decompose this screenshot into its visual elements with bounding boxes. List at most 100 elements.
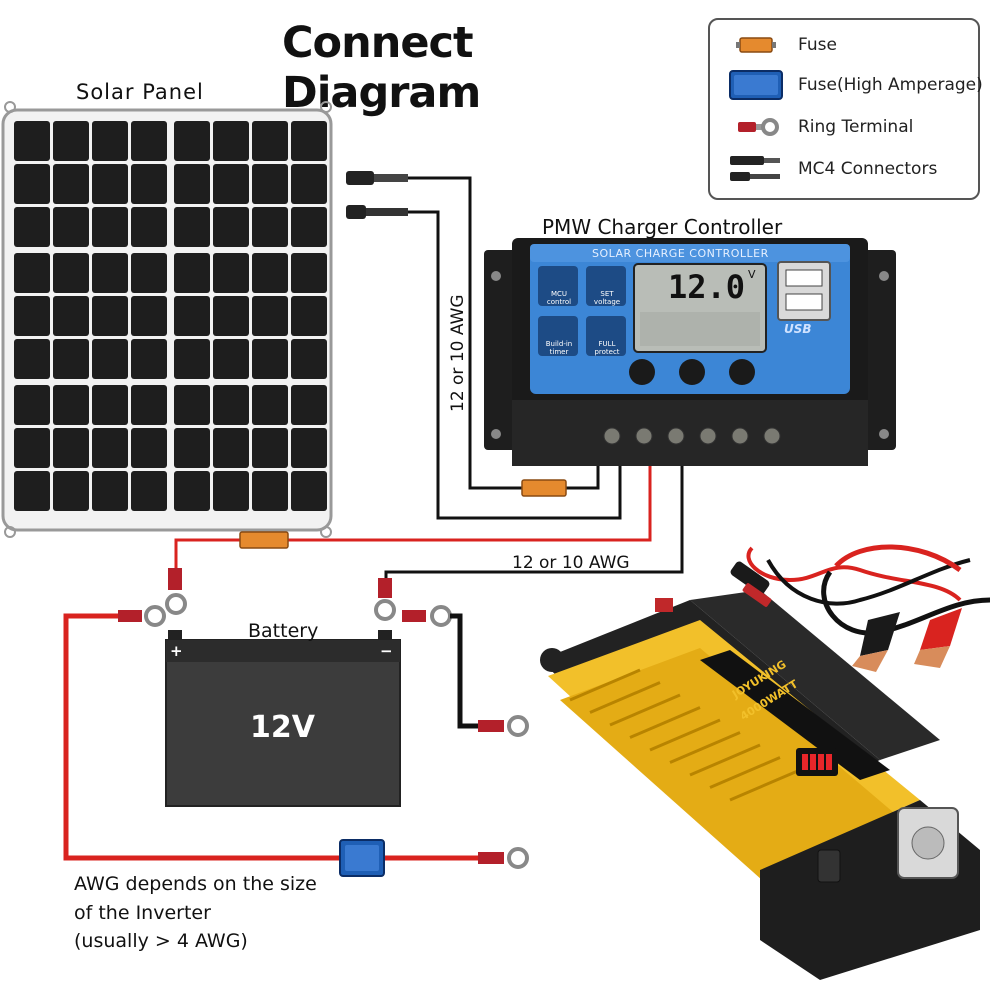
solar-cell bbox=[213, 339, 249, 379]
battery bbox=[165, 630, 401, 807]
battery-level-bar bbox=[810, 754, 816, 770]
battery-level-bar bbox=[826, 754, 832, 770]
solar-cell bbox=[252, 207, 288, 247]
solar-cell bbox=[14, 339, 50, 379]
solar-cell bbox=[252, 164, 288, 204]
ring-terminal-icon bbox=[165, 568, 187, 615]
terminal-screw bbox=[763, 427, 781, 445]
cooling-fin bbox=[709, 756, 781, 789]
cooling-fin bbox=[729, 768, 801, 802]
solar-cell bbox=[291, 253, 327, 293]
solar-cell bbox=[252, 428, 288, 468]
solar-cell bbox=[213, 164, 249, 204]
awg-horizontal-label: 12 or 10 AWG bbox=[512, 553, 630, 573]
inverter bbox=[540, 590, 980, 980]
solar-cell bbox=[14, 428, 50, 468]
solar-cell bbox=[92, 121, 128, 161]
fuse-high-amperage-icon bbox=[720, 68, 792, 102]
controller-label: PMW Charger Controller bbox=[542, 215, 783, 239]
legend: Fuse Fuse(High Amperage) Ring Terminal M… bbox=[708, 18, 983, 200]
solar-cell bbox=[53, 471, 89, 511]
inverter-note-line-1: AWG depends on the size bbox=[74, 873, 317, 895]
solar-cell bbox=[213, 207, 249, 247]
legend-item-fuse-high: Fuse(High Amperage) bbox=[720, 68, 983, 102]
solar-cell bbox=[14, 296, 50, 336]
solar-cell bbox=[174, 385, 210, 425]
fuse-high-amperage-icon bbox=[339, 839, 385, 877]
solar-cell bbox=[92, 385, 128, 425]
solar-cell bbox=[174, 164, 210, 204]
solar-cell bbox=[53, 164, 89, 204]
solar-cell bbox=[252, 121, 288, 161]
cooling-fin bbox=[669, 731, 741, 764]
cooling-fin bbox=[569, 668, 641, 702]
ring-terminal-icon bbox=[478, 847, 529, 869]
solar-cell bbox=[53, 253, 89, 293]
mcu-control-label: MCU control bbox=[546, 290, 572, 306]
legend-item-mc4: MC4 Connectors bbox=[720, 152, 937, 186]
solar-cell bbox=[291, 428, 327, 468]
terminal-screw bbox=[731, 427, 749, 445]
controller-header: SOLAR CHARGE CONTROLLER bbox=[592, 247, 769, 260]
battery-level-bar bbox=[802, 754, 808, 770]
ring-terminal-icon bbox=[478, 715, 529, 737]
solar-panel-label: Solar Panel bbox=[76, 80, 204, 104]
legend-item-fuse: Fuse bbox=[720, 28, 837, 62]
legend-label: Fuse bbox=[798, 35, 837, 55]
legend-label: Ring Terminal bbox=[798, 117, 914, 137]
fuse-icon bbox=[720, 28, 792, 62]
solar-cell bbox=[53, 428, 89, 468]
terminal-screw bbox=[699, 427, 717, 445]
build-in-timer-label: Build-in timer bbox=[545, 340, 573, 356]
solar-cell bbox=[174, 339, 210, 379]
solar-cell bbox=[174, 207, 210, 247]
solar-cell bbox=[53, 385, 89, 425]
inverter-positive-wire bbox=[63, 613, 478, 861]
solar-cell bbox=[174, 471, 210, 511]
solar-cell bbox=[92, 428, 128, 468]
solar-cell bbox=[291, 385, 327, 425]
legend-item-ring-terminal: Ring Terminal bbox=[720, 110, 913, 144]
fuse-icon bbox=[521, 479, 567, 497]
solar-cell bbox=[53, 339, 89, 379]
solar-cell bbox=[14, 121, 50, 161]
cooling-fin bbox=[649, 718, 721, 752]
full-protect-label: FULL protect bbox=[594, 340, 620, 356]
solar-cell bbox=[131, 164, 167, 204]
solar-cell bbox=[291, 471, 327, 511]
solar-cell bbox=[174, 121, 210, 161]
cooling-fin bbox=[609, 693, 681, 727]
charge-controller bbox=[484, 238, 896, 466]
legend-label: MC4 Connectors bbox=[798, 159, 938, 179]
panel-wires bbox=[408, 176, 622, 520]
solar-cell bbox=[291, 339, 327, 379]
ring-terminal-icon bbox=[720, 110, 792, 144]
solar-cell bbox=[213, 296, 249, 336]
solar-cell bbox=[92, 296, 128, 336]
solar-cell bbox=[291, 164, 327, 204]
ring-terminal-icon bbox=[402, 605, 452, 627]
mc4-connectors-icon bbox=[720, 152, 792, 186]
solar-cell bbox=[252, 296, 288, 336]
solar-cell bbox=[92, 471, 128, 511]
solar-cell bbox=[131, 428, 167, 468]
awg-vertical-label: 12 or 10 AWG bbox=[448, 294, 468, 412]
solar-cell bbox=[174, 428, 210, 468]
usb-label: USB bbox=[784, 322, 812, 336]
solar-cell bbox=[174, 296, 210, 336]
solar-cell bbox=[131, 253, 167, 293]
battery-plus: + bbox=[170, 642, 183, 660]
fuse-icon bbox=[239, 531, 289, 549]
solar-cell bbox=[213, 253, 249, 293]
solar-cell bbox=[14, 471, 50, 511]
battery-minus: − bbox=[380, 642, 393, 660]
solar-panel bbox=[1, 101, 333, 538]
cooling-fin bbox=[589, 681, 661, 714]
solar-cell bbox=[291, 121, 327, 161]
solar-cell bbox=[131, 385, 167, 425]
battery-level-bar bbox=[818, 754, 824, 770]
solar-cell bbox=[131, 296, 167, 336]
solar-cell bbox=[252, 253, 288, 293]
terminal-screw bbox=[603, 427, 621, 445]
